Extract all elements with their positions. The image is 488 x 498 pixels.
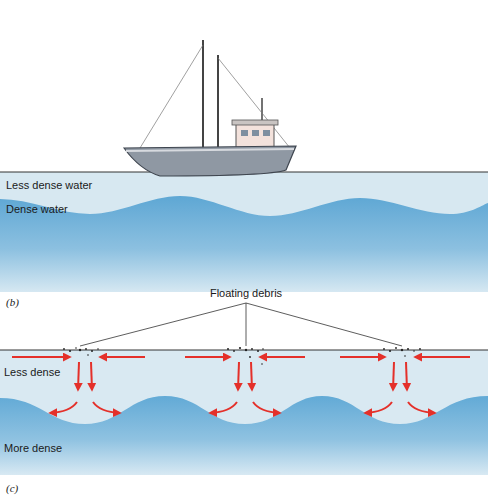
layer-label: Dense water — [6, 203, 488, 216]
water-layer-band: Less dense — [0, 352, 488, 392]
mast — [261, 98, 263, 122]
leader-line — [80, 303, 246, 346]
debris-label: Floating debris — [210, 287, 282, 300]
circulation-arrows — [12, 357, 470, 413]
panel-b-water — [0, 172, 488, 292]
layer-label: Less dense water — [6, 179, 488, 192]
panel-c-water — [0, 350, 488, 475]
rigging — [140, 45, 203, 148]
panel-letter: (b) — [6, 296, 19, 309]
layer-label: More dense — [4, 442, 488, 455]
panel-letter: (c) — [6, 482, 18, 495]
less-dense-layer — [0, 172, 488, 292]
less-dense-layer — [0, 350, 488, 475]
window — [252, 130, 259, 136]
layer-label: Less dense — [4, 366, 488, 379]
mast — [202, 40, 204, 150]
window — [263, 130, 270, 136]
window — [241, 130, 248, 136]
water-layer-band: Dense water — [0, 200, 488, 290]
boat — [124, 40, 296, 176]
mast — [217, 55, 219, 150]
leader-line — [246, 303, 247, 346]
debris — [63, 347, 421, 365]
water-surface — [0, 350, 488, 351]
water-layer-band: More dense — [0, 400, 488, 475]
dense-layer — [0, 196, 488, 292]
cabin-roof — [232, 120, 278, 125]
leader-lines — [80, 303, 402, 346]
hull-stripe — [126, 149, 294, 151]
leader-line — [246, 303, 402, 346]
hull — [124, 146, 296, 176]
water-layer-band: Less dense water — [0, 174, 488, 198]
rigging — [218, 58, 290, 148]
dense-layer — [0, 396, 488, 475]
